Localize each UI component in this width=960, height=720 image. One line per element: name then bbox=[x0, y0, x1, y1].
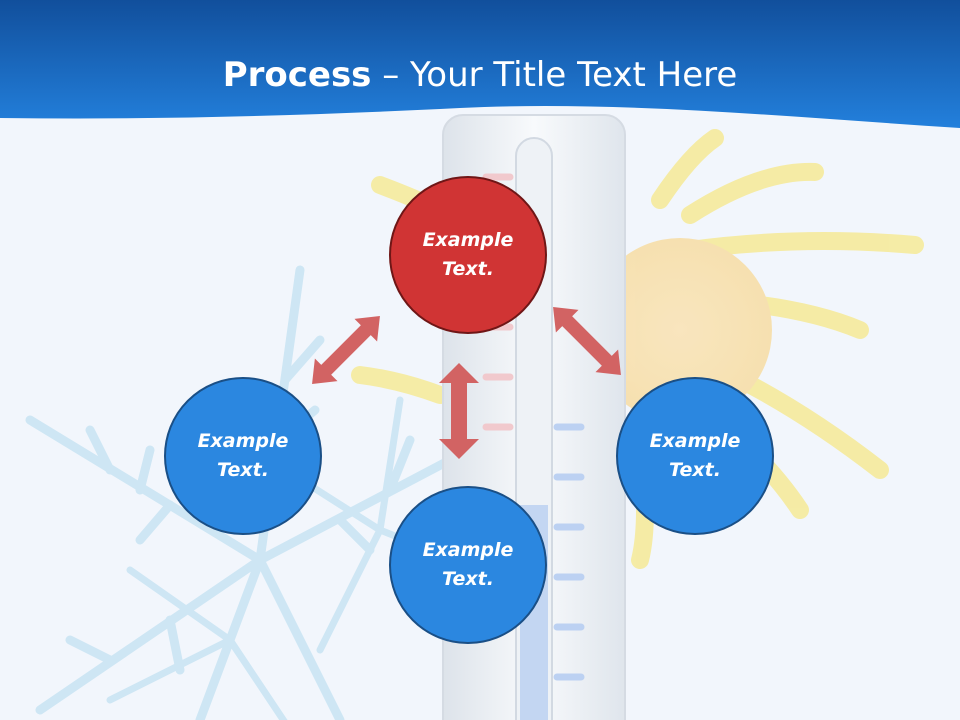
title-bold-part: Process bbox=[222, 55, 372, 95]
node-label: Example Text. bbox=[197, 430, 289, 481]
node-label: Example Text. bbox=[422, 229, 514, 280]
sun-icon bbox=[351, 129, 924, 569]
node-label: Example Text. bbox=[649, 430, 741, 481]
process-node-top[interactable]: Example Text. bbox=[389, 176, 547, 334]
slide-title: Process – Your Title Text Here bbox=[0, 52, 960, 98]
process-node-left[interactable]: Example Text. bbox=[164, 377, 322, 535]
process-node-right[interactable]: Example Text. bbox=[616, 377, 774, 535]
node-label: Example Text. bbox=[422, 539, 514, 590]
title-rest-part: – Your Title Text Here bbox=[371, 55, 738, 95]
double-arrow-icon bbox=[312, 307, 621, 459]
process-node-bottom[interactable]: Example Text. bbox=[389, 486, 547, 644]
header-band bbox=[0, 0, 960, 128]
